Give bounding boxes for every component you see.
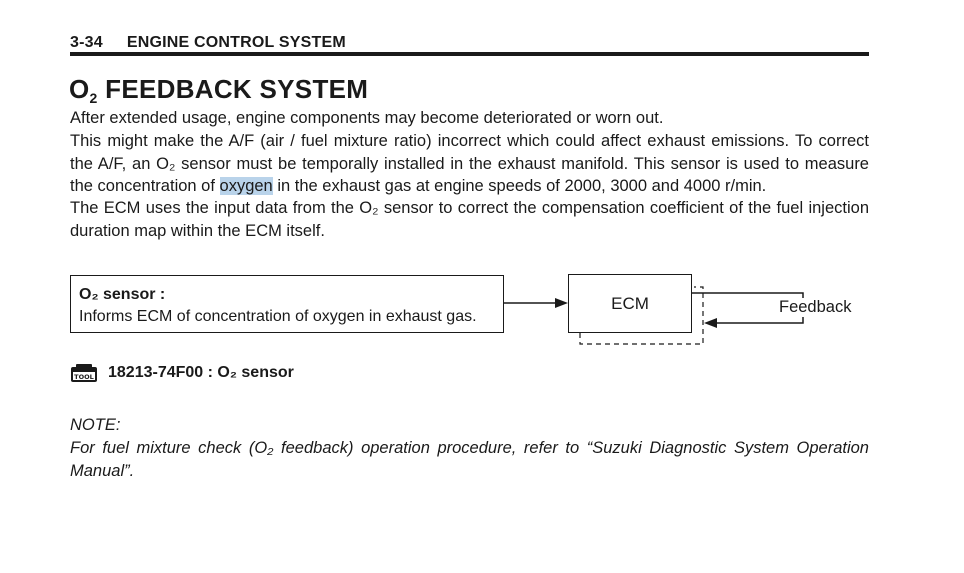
page-number: 3-34 [70,34,103,51]
title-subscript: 2 [89,90,98,106]
note-text: For fuel mixture check (O₂ feedback) ope… [70,439,869,480]
sensor-box-text: Informs ECM of concentration of oxygen i… [79,308,477,325]
title-suffix: FEEDBACK SYSTEM [97,74,369,104]
ecm-dashed-outline [579,286,704,345]
page-header: 3-34 ENGINE CONTROL SYSTEM [70,34,869,56]
note-heading: NOTE: [70,416,121,434]
highlighted-word[interactable]: oxygen [219,177,273,195]
paragraph-1: After extended usage, engine components … [70,109,664,127]
paragraph-2-text-b: in the exhaust gas at engine speeds of 2… [272,177,767,195]
feedback-arrowhead [704,318,717,328]
ecm-label: ECM [611,294,649,313]
special-tool: TOOL 18213-74F00 : O₂ sensor [70,363,294,383]
tool-icon: TOOL [70,363,98,383]
o2-sensor-box: O₂ sensor : Informs ECM of concentration… [70,275,504,333]
feedback-label: Feedback [778,298,853,317]
section-title: ENGINE CONTROL SYSTEM [126,34,346,51]
paragraph-3: The ECM uses the input data from the O₂ … [70,199,869,240]
tool-icon-text: TOOL [74,373,94,381]
paragraph-2: This might make the A/F (air / fuel mixt… [70,130,869,198]
sensor-box-title: O₂ sensor : [79,286,166,303]
ecm-box: ECM [568,274,692,333]
title-prefix: O [69,74,90,104]
tool-label: 18213-74F00 : O₂ sensor [108,364,294,381]
page-title: O2 FEEDBACK SYSTEM [69,74,368,106]
paragraph-2-text-a: This might make the A/F (air / fuel mixt… [70,132,869,195]
sensor-to-ecm-arrowhead [555,298,568,308]
